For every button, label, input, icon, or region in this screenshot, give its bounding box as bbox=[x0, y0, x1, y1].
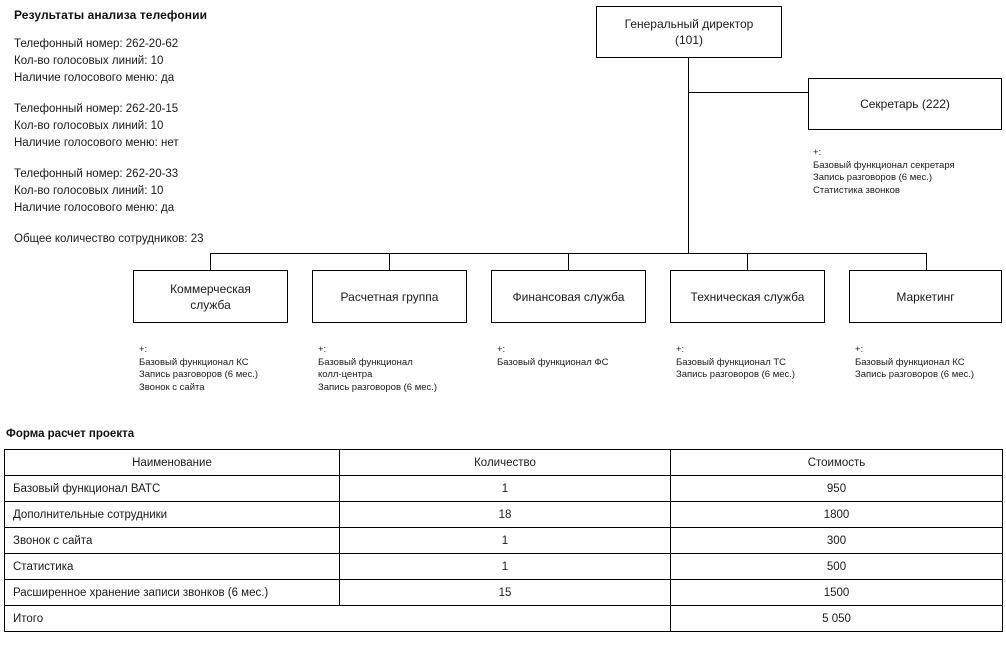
org-annotation-secretary: +: Базовый функционал секретаря Запись р… bbox=[813, 147, 955, 196]
cell-name: Статистика bbox=[4, 553, 340, 580]
cell-total-label: Итого bbox=[4, 605, 671, 632]
connector-drop-dept-4 bbox=[747, 253, 749, 271]
cell-cost: 1500 bbox=[670, 579, 1003, 606]
cell-quantity: 18 bbox=[339, 501, 671, 528]
voice-lines-count-line: Кол-во голосовых линий: 10 bbox=[14, 120, 164, 132]
org-annotation-department-4: +: Базовый функционал ТС Запись разговор… bbox=[676, 344, 796, 381]
voice-menu-line: Наличие голосового меню: да bbox=[14, 202, 175, 214]
cell-cost: 500 bbox=[670, 553, 1003, 580]
connector-drop-dept-2 bbox=[389, 253, 391, 271]
org-annotation-department-5: +: Базовый функционал КС Запись разговор… bbox=[855, 344, 975, 381]
cell-name: Расширенное хранение записи звонков (6 м… bbox=[4, 579, 340, 606]
phone-number-line: Телефонный номер: 262-20-15 bbox=[14, 103, 179, 115]
cell-name: Базовый функционал ВАТС bbox=[4, 475, 340, 502]
table-row: Базовый функционал ВАТС 1 950 bbox=[4, 475, 1003, 502]
cell-total-value: 5 050 bbox=[670, 605, 1003, 632]
connector-drop-dept-1 bbox=[210, 253, 212, 271]
table-row: Статистика 1 500 bbox=[4, 553, 1003, 580]
org-node-department-3: Финансовая служба bbox=[491, 270, 646, 323]
cell-name: Звонок с сайта bbox=[4, 527, 340, 554]
form-title: Форма расчет проекта bbox=[6, 428, 135, 440]
voice-lines-count-line: Кол-во голосовых линий: 10 bbox=[14, 185, 164, 197]
cell-quantity: 1 bbox=[339, 475, 671, 502]
cell-cost: 300 bbox=[670, 527, 1003, 554]
cell-cost: 1800 bbox=[670, 501, 1003, 528]
table-total-row: Итого 5 050 bbox=[4, 605, 1003, 632]
org-annotation-department-2: +: Базовый функционал колл-центра Запись… bbox=[318, 344, 438, 393]
column-header-quantity: Количество bbox=[339, 449, 671, 476]
connector-drop-dept-5 bbox=[926, 253, 928, 271]
org-node-department-5-label: Маркетинг bbox=[896, 289, 955, 304]
table-row: Звонок с сайта 1 300 bbox=[4, 527, 1003, 554]
org-annotation-department-3: +: Базовый функционал ФС bbox=[497, 344, 609, 368]
cell-name: Дополнительные сотрудники bbox=[4, 501, 340, 528]
org-node-department-2-label: Расчетная группа bbox=[340, 289, 439, 304]
org-node-secretary: Секретарь (222) bbox=[808, 78, 1002, 130]
voice-menu-line: Наличие голосового меню: да bbox=[14, 72, 175, 84]
cost-table: Наименование Количество Стоимость Базовы… bbox=[4, 449, 1003, 632]
org-node-department-1: Коммерческая служба bbox=[133, 270, 288, 323]
column-header-name: Наименование bbox=[4, 449, 340, 476]
table-header-row: Наименование Количество Стоимость bbox=[4, 449, 1003, 476]
phone-block: Телефонный номер: 262-20-62 Кол-во голос… bbox=[14, 36, 314, 87]
telephony-analysis-panel: Результаты анализа телефонии Телефонный … bbox=[14, 8, 314, 248]
analysis-title: Результаты анализа телефонии bbox=[14, 8, 208, 22]
org-node-department-4-label: Техническая служба bbox=[690, 289, 805, 304]
project-cost-form: Форма расчет проекта Наименование Количе… bbox=[4, 428, 1003, 632]
org-node-director-label: Генеральный директор (101) bbox=[624, 17, 754, 47]
organization-chart: Генеральный директор (101) Секретарь (22… bbox=[133, 6, 1002, 393]
table-row: Дополнительные сотрудники 18 1800 bbox=[4, 501, 1003, 528]
voice-menu-line: Наличие голосового меню: нет bbox=[14, 137, 179, 149]
org-node-department-1-label: Коммерческая служба bbox=[170, 281, 251, 312]
org-node-secretary-label: Секретарь (222) bbox=[860, 97, 950, 111]
column-header-cost: Стоимость bbox=[670, 449, 1003, 476]
cell-quantity: 15 bbox=[339, 579, 671, 606]
org-node-department-2: Расчетная группа bbox=[312, 270, 467, 323]
phone-block: Телефонный номер: 262-20-15 Кол-во голос… bbox=[14, 101, 314, 152]
phone-block: Телефонный номер: 262-20-33 Кол-во голос… bbox=[14, 166, 314, 217]
cell-cost: 950 bbox=[670, 475, 1003, 502]
org-node-department-3-label: Финансовая служба bbox=[512, 289, 625, 304]
phone-number-line: Телефонный номер: 262-20-62 bbox=[14, 38, 179, 50]
phone-number-line: Телефонный номер: 262-20-33 bbox=[14, 168, 179, 180]
connector-director-trunk bbox=[688, 58, 690, 254]
voice-lines-count-line: Кол-во голосовых линий: 10 bbox=[14, 55, 164, 67]
org-annotation-department-1: +: Базовый функционал КС Запись разговор… bbox=[139, 344, 259, 393]
connector-drop-dept-3 bbox=[568, 253, 570, 271]
org-node-department-4: Техническая служба bbox=[670, 270, 825, 323]
table-row: Расширенное хранение записи звонков (6 м… bbox=[4, 579, 1003, 606]
cell-quantity: 1 bbox=[339, 527, 671, 554]
org-node-department-5: Маркетинг bbox=[849, 270, 1002, 323]
staff-total-line: Общее количество сотрудников: 23 bbox=[14, 233, 204, 245]
cell-quantity: 1 bbox=[339, 553, 671, 580]
org-node-director: Генеральный директор (101) bbox=[596, 6, 782, 58]
connector-secretary-branch bbox=[688, 92, 809, 94]
